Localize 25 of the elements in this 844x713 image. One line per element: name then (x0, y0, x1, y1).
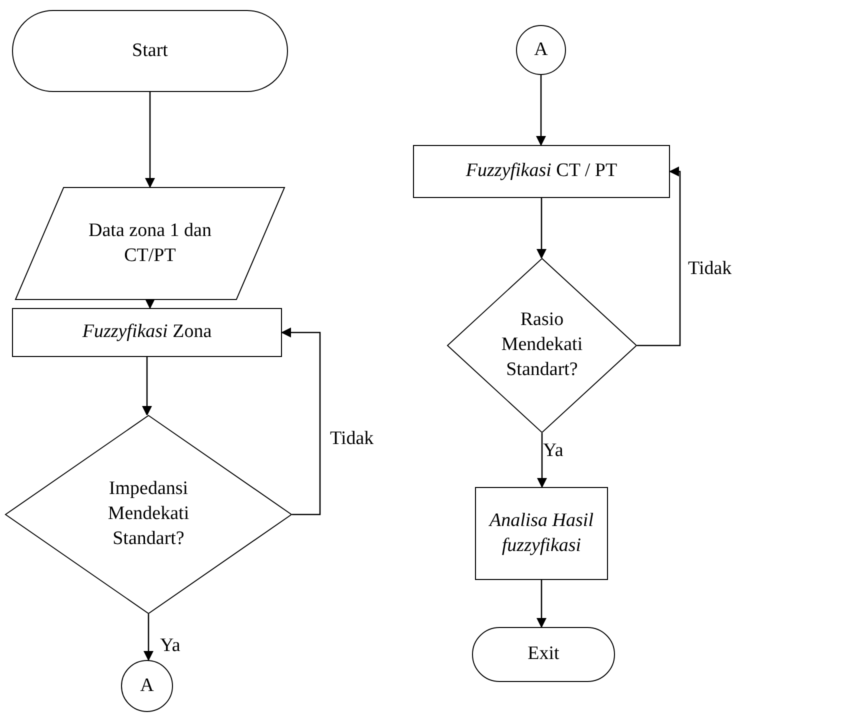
arrow (536, 75, 546, 146)
node-text: Exit (528, 642, 560, 666)
node-text: Fuzzyfikasi Zona (82, 320, 212, 344)
node-text: Impedansi Mendekati Standart? (106, 477, 190, 551)
process-box (413, 145, 670, 198)
node-text: Data zona 1 dan CT/PT (88, 218, 212, 268)
arrow (142, 357, 152, 416)
arrow (536, 198, 546, 259)
process-box (12, 308, 282, 357)
node-text: Rasio Mendekati Standart? (500, 308, 584, 382)
connector-circle (121, 660, 173, 712)
arrow (145, 92, 155, 188)
arrow (637, 166, 681, 346)
arrow (144, 614, 154, 661)
connector-circle (516, 25, 566, 75)
arrow (537, 433, 547, 488)
node-text: A (140, 674, 154, 698)
node-text: Fuzzyfikasi CT / PT (466, 159, 618, 184)
node-text: Start (132, 38, 168, 63)
arrow (536, 580, 546, 628)
node-text: Analisa Hasil fuzzyfikasi (488, 508, 594, 558)
arrow (281, 328, 321, 516)
arrow (145, 299, 155, 309)
process-box (475, 487, 608, 580)
node-text: A (534, 38, 548, 62)
